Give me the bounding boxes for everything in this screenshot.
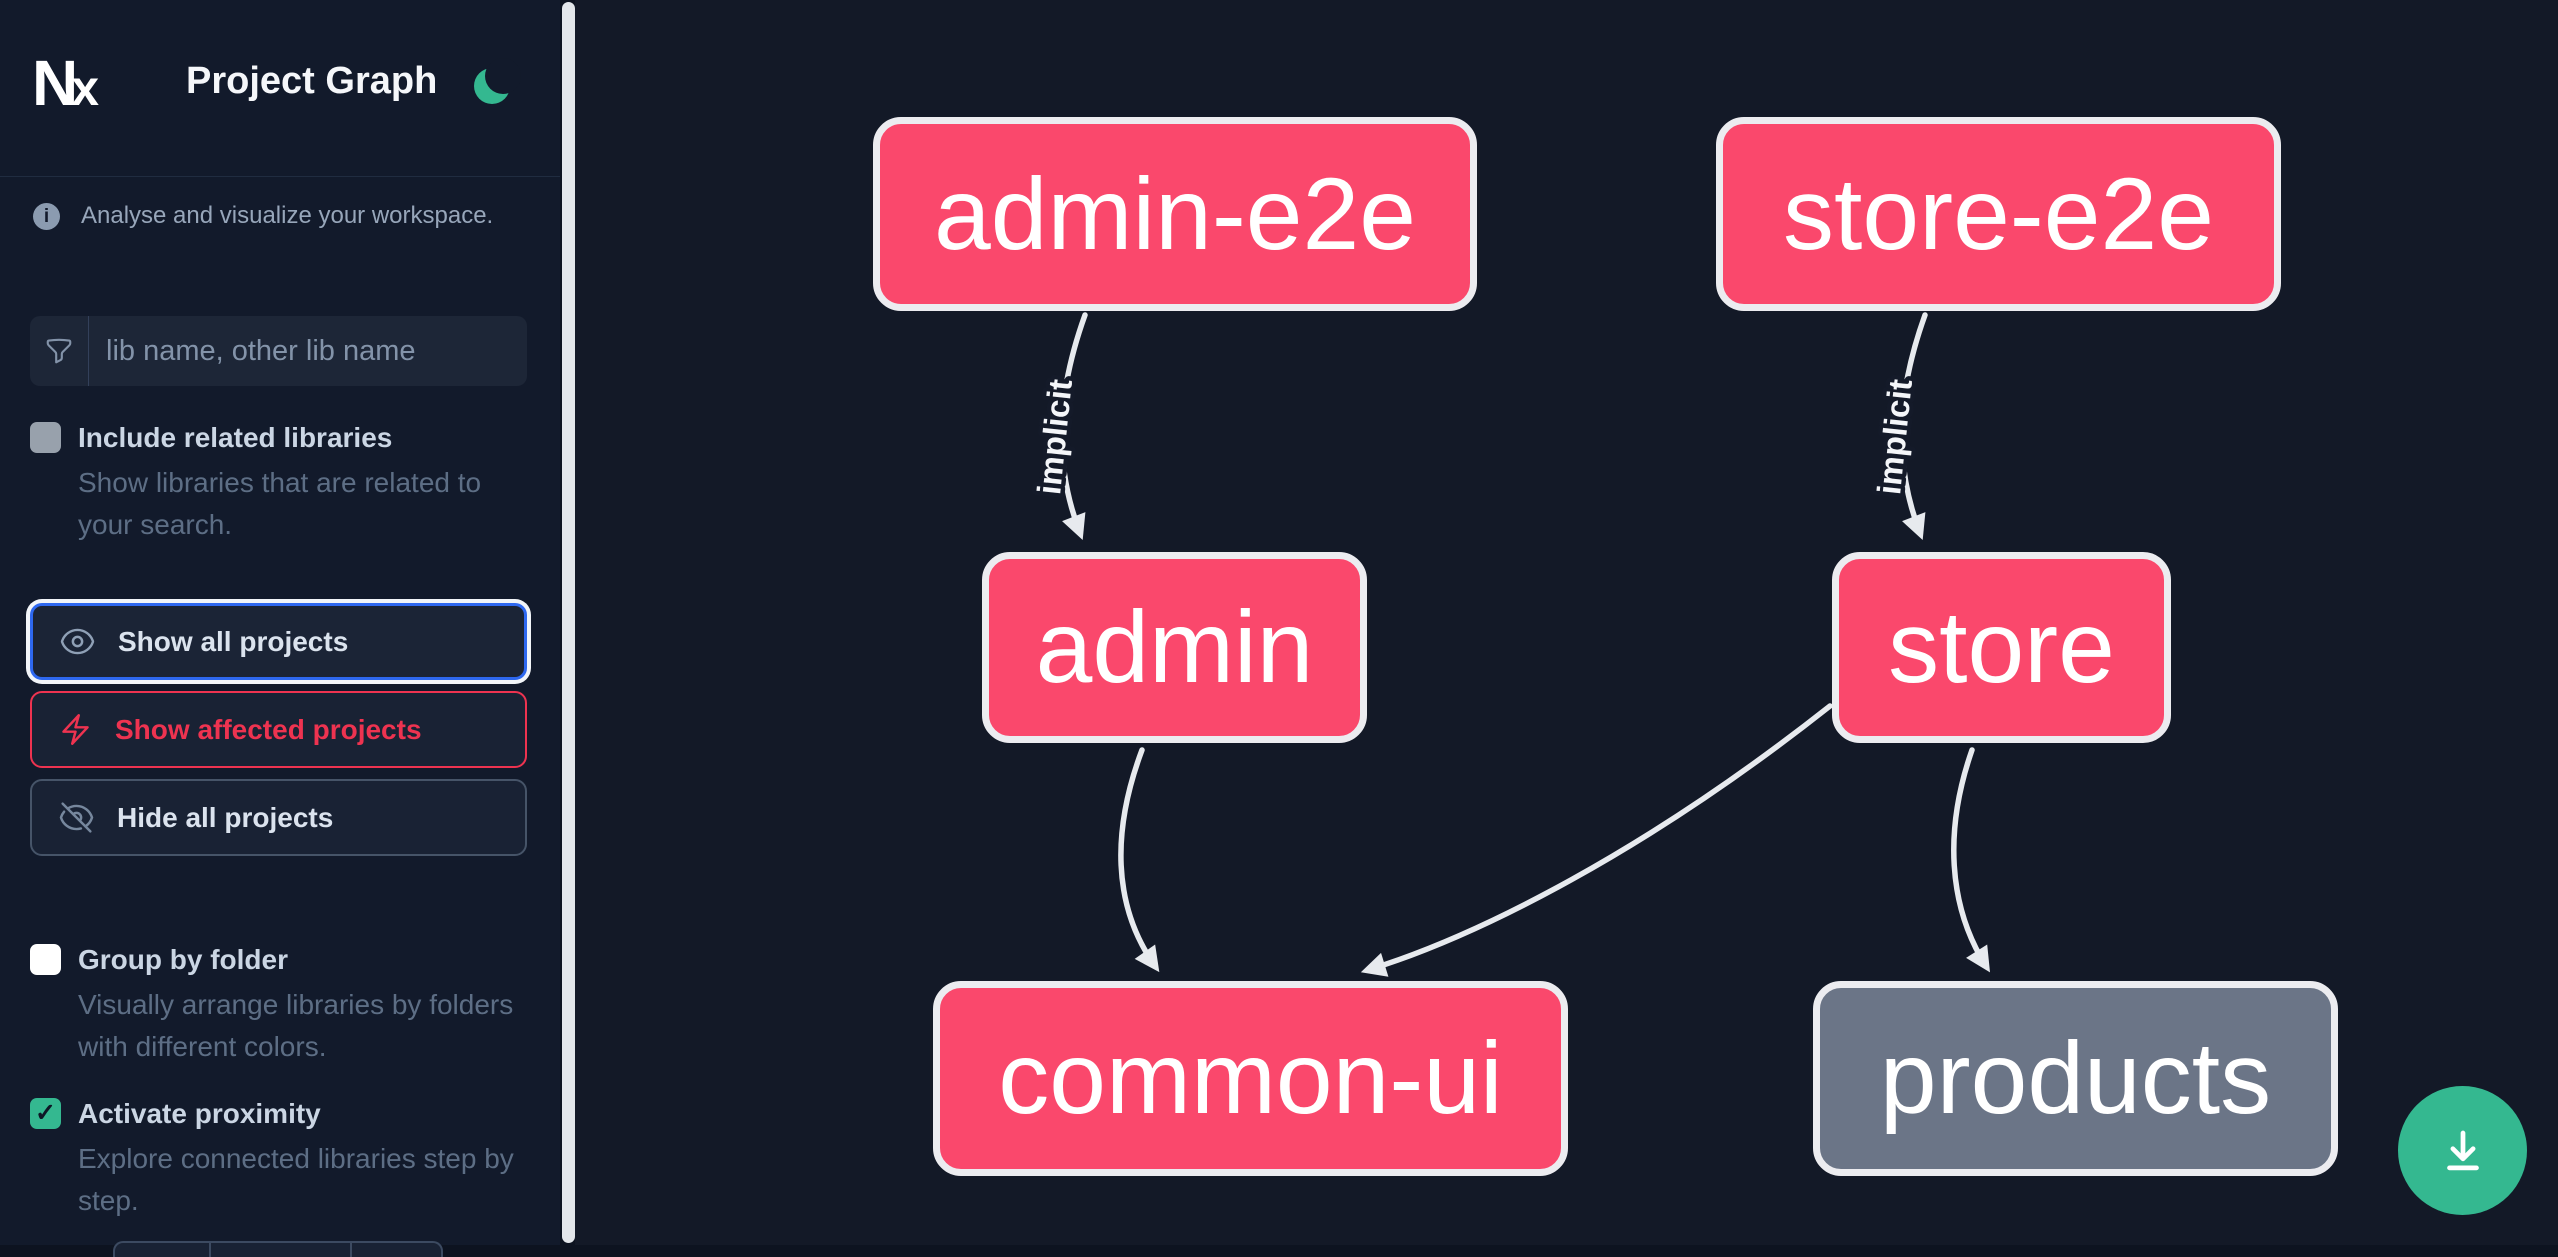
page-title: Project Graph <box>186 60 438 102</box>
search-box <box>30 316 527 386</box>
button-label: Show affected projects <box>115 713 422 745</box>
tagline-text: Analyse and visualize your workspace. <box>81 202 494 229</box>
edge-label-store-e2e: implicit <box>1870 377 1919 496</box>
sidebar-scrollbar[interactable] <box>562 2 575 1243</box>
option-include-related-libraries: Include related libraries Show libraries… <box>30 420 530 546</box>
option-label: Activate proximity <box>78 1098 321 1129</box>
filter-funnel-icon <box>30 316 89 386</box>
option-label: Group by folder <box>78 944 288 975</box>
graph-node-store[interactable]: store <box>1832 552 2171 743</box>
eye-icon <box>60 628 95 655</box>
button-label: Hide all projects <box>117 801 334 833</box>
segment-divider <box>209 1243 211 1257</box>
bolt-icon <box>62 714 89 745</box>
dark-mode-moon-icon[interactable] <box>474 58 521 104</box>
activate-proximity-checkbox[interactable]: ✓ <box>30 1098 61 1129</box>
group-by-folder-checkbox[interactable] <box>30 944 61 975</box>
bottom-control-partial[interactable] <box>113 1241 443 1257</box>
info-icon: i <box>33 202 60 230</box>
sidebar-header: Nx Project Graph <box>0 0 560 177</box>
show-all-projects-button[interactable]: Show all projects <box>30 603 527 680</box>
edge-label-admin-e2e: implicit <box>1030 377 1079 496</box>
workspace-tagline-row: i Analyse and visualize your workspace. <box>33 202 533 230</box>
option-activate-proximity: ✓ Activate proximity Explore connected l… <box>30 1096 530 1222</box>
sidebar: Nx Project Graph i Analyse and visualize… <box>0 0 560 1257</box>
graph-edge-admin-e2e-to-admin <box>1058 312 1088 541</box>
graph-edge-store-to-products <box>1951 747 1991 973</box>
graph-node-store-e2e[interactable]: store-e2e <box>1716 117 2281 311</box>
segment-divider <box>350 1243 352 1257</box>
download-graph-button[interactable] <box>2398 1086 2527 1215</box>
include-related-checkbox[interactable] <box>30 422 61 453</box>
option-description: Visually arrange libraries by folders wi… <box>78 989 514 1062</box>
download-icon <box>2446 1130 2479 1170</box>
hide-all-projects-button[interactable]: Hide all projects <box>30 779 527 856</box>
graph-node-admin-e2e[interactable]: admin-e2e <box>873 117 1477 311</box>
graph-node-admin[interactable]: admin <box>982 552 1367 743</box>
option-label: Include related libraries <box>78 422 393 453</box>
option-description: Show libraries that are related to your … <box>78 467 482 540</box>
nx-logo: Nx <box>32 47 99 119</box>
graph-edge-store-e2e-to-store <box>1898 312 1928 541</box>
search-input[interactable] <box>89 316 527 386</box>
eye-slash-icon <box>59 802 94 833</box>
show-affected-projects-button[interactable]: Show affected projects <box>30 691 527 768</box>
option-group-by-folder: Group by folder Visually arrange librari… <box>30 942 530 1068</box>
graph-edge-store-to-common-ui <box>1360 703 1833 977</box>
option-description: Explore connected libraries step by step… <box>78 1143 514 1216</box>
graph-node-products[interactable]: products <box>1813 981 2338 1176</box>
graph-node-common-ui[interactable]: common-ui <box>933 981 1568 1176</box>
graph-edge-admin-to-common-ui <box>1118 747 1160 973</box>
button-label: Show all projects <box>118 625 349 657</box>
